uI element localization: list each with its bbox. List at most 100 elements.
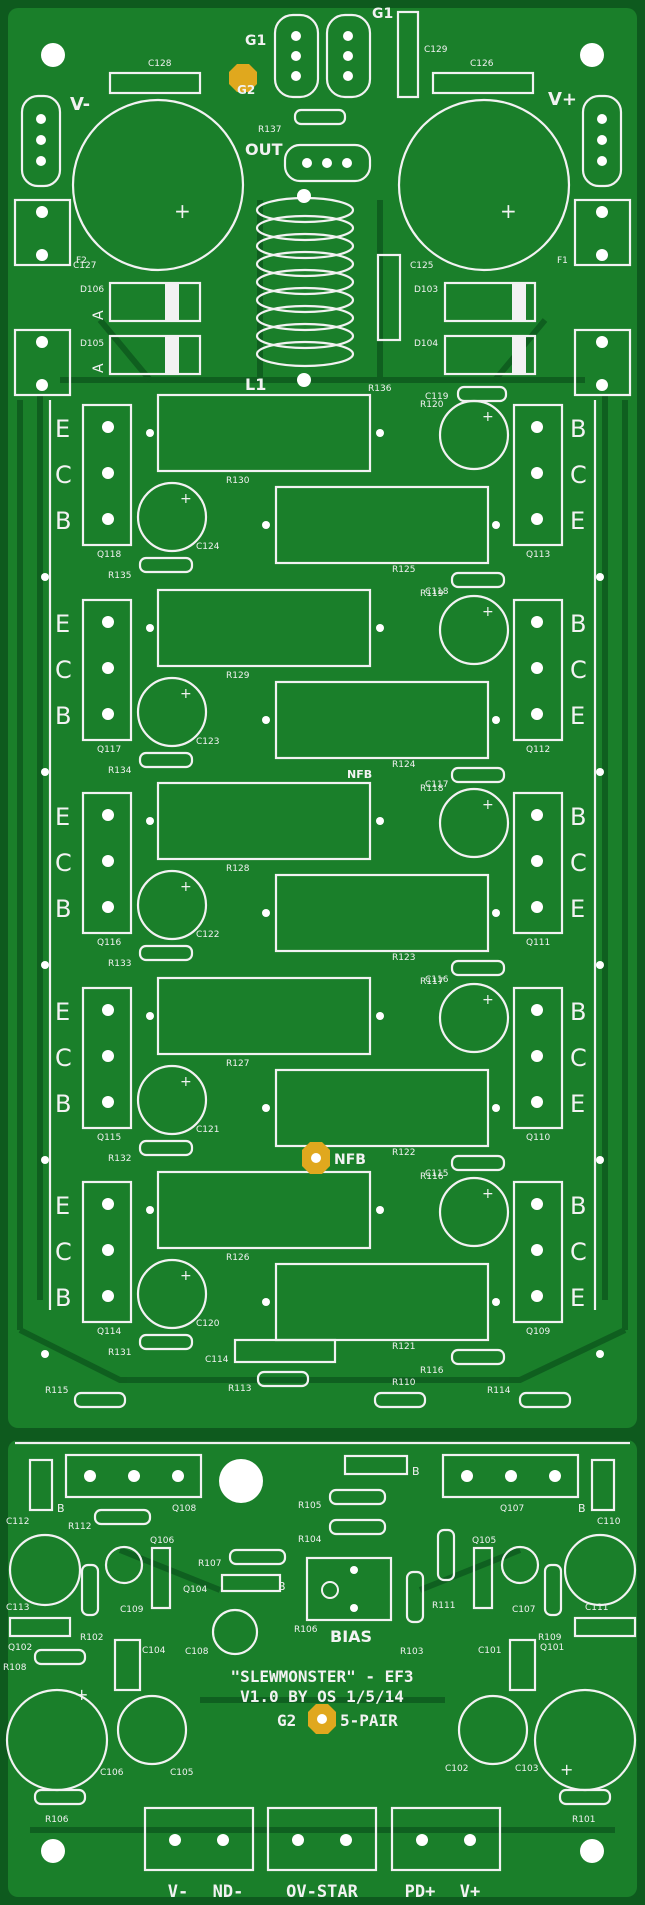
pad (531, 1096, 543, 1108)
c114-body (233, 1338, 337, 1364)
left-q-label: Q117 (97, 745, 121, 755)
q-small-top (343, 1454, 409, 1476)
cap-left-plus: + (180, 1074, 192, 1090)
c127-label: C127 (73, 261, 96, 271)
pad (102, 616, 114, 628)
f1-fuse-top (573, 198, 632, 267)
base-resistor-right (450, 1154, 506, 1172)
r-top-label: R129 (226, 671, 250, 681)
r-small-left-label: R135 (108, 571, 131, 581)
r-small-right-label: R116 (420, 1172, 444, 1182)
c110-label: C110 (597, 1517, 621, 1527)
right-pin-label: C (570, 461, 587, 489)
right-pin-label: B (570, 610, 586, 638)
cap-right (438, 594, 510, 666)
c111-label: C111 (585, 1603, 608, 1613)
right-pin-label: B (570, 803, 586, 831)
b-label-4: B (278, 1580, 286, 1593)
r113-resistor (256, 1370, 310, 1388)
c103-label: C103 (515, 1764, 538, 1774)
base-resistor-right (450, 766, 506, 784)
emitter-resistor-bottom (274, 1068, 490, 1148)
r-small-left-label: R132 (108, 1154, 131, 1164)
right-pin-label: C (570, 656, 587, 684)
base-resistor-left (138, 1333, 194, 1351)
v-minus-label: V- (70, 94, 90, 115)
r106b-label: R106 (45, 1815, 69, 1825)
r-small-left-label: R133 (108, 959, 131, 969)
pad (531, 616, 543, 628)
cap-right-label: C117 (425, 780, 448, 790)
cap-right-plus: + (482, 1186, 494, 1202)
r-small-right-label: R118 (420, 784, 444, 794)
pad (102, 1004, 114, 1016)
c109-label: C109 (120, 1605, 144, 1615)
r109-label: R109 (538, 1633, 562, 1643)
f2-label: F2 (76, 256, 87, 266)
cap-left-plus: + (180, 1268, 192, 1284)
r112-label: R112 (68, 1522, 91, 1532)
f2-fuse-bottom (13, 328, 72, 397)
cap-right-label: C115 (425, 1169, 448, 1179)
r106b-resistor (33, 1788, 87, 1806)
r-small-right-label: R119 (420, 589, 444, 599)
q101-transistor (573, 1616, 637, 1638)
r-bot-label: R122 (392, 1148, 415, 1158)
r-bot-label: R121 (392, 1342, 415, 1352)
r101-resistor (558, 1788, 612, 1806)
cap-right (438, 1176, 510, 1248)
c113-label: C113 (6, 1603, 29, 1613)
c104-label: C104 (142, 1646, 166, 1656)
c101-body (508, 1638, 537, 1692)
pad (531, 1198, 543, 1210)
c129-body (396, 10, 420, 99)
cap-right-plus: + (482, 409, 494, 425)
a-label-1: A (91, 310, 107, 320)
r114-resistor (518, 1391, 572, 1409)
pad (102, 421, 114, 433)
c107-capacitor (500, 1545, 540, 1585)
conn-ov-star (266, 1806, 378, 1872)
pad (531, 809, 543, 821)
cap-left (136, 676, 208, 748)
right-pin-label: B (570, 1192, 586, 1220)
left-pin-label: B (55, 1284, 71, 1312)
r103-resistor (405, 1570, 425, 1624)
left-pin-label: B (55, 507, 71, 535)
emitter-resistor-top (156, 1170, 372, 1250)
connector-label: V- (168, 1882, 188, 1902)
pad (531, 1244, 543, 1256)
base-resistor-right (450, 959, 506, 977)
cap-left (136, 1064, 208, 1136)
r107-label: R107 (198, 1559, 221, 1569)
q104-label: Q104 (183, 1585, 208, 1595)
r-top-label: R128 (226, 864, 250, 874)
v-minus-terminal (20, 94, 62, 188)
c113-capacitor (8, 1533, 82, 1607)
bias-trimmer[interactable] (305, 1556, 393, 1622)
right-pin-label: C (570, 1238, 587, 1266)
r108-resistor (33, 1648, 87, 1666)
pad (531, 855, 543, 867)
pad (102, 708, 114, 720)
pad (531, 513, 543, 525)
left-pin-label: E (55, 803, 70, 831)
r111-resistor (436, 1528, 456, 1582)
c105-label: C105 (170, 1768, 193, 1778)
g1-label-left: G1 (245, 33, 266, 49)
d104-label: D104 (414, 339, 438, 349)
d103-diode (443, 281, 537, 323)
right-transistor (512, 791, 564, 935)
g2-bottom-label: G2 (277, 1711, 296, 1730)
left-pin-label: C (55, 1238, 72, 1266)
right-pin-label: E (570, 702, 585, 730)
right-pin-label: E (570, 1090, 585, 1118)
c103-plus: + (560, 1760, 573, 1779)
cap-left-plus: + (180, 491, 192, 507)
q102-label: Q102 (8, 1643, 32, 1653)
pad (102, 513, 114, 525)
